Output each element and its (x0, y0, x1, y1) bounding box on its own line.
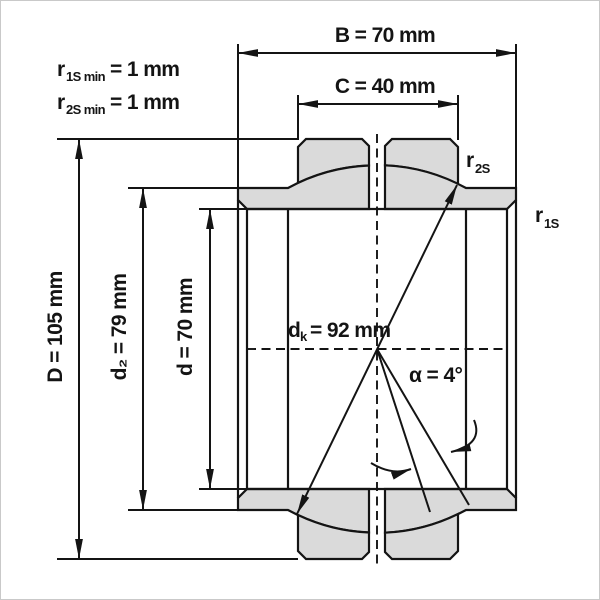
outer-ring-bottom-right (383, 512, 460, 561)
labels: r 1S min = 1 mm r 2S min = 1 mm B = 70 m… (44, 24, 560, 387)
label-dk-value: = 92 mm (310, 319, 390, 342)
label-alpha: α = 4° (409, 364, 463, 387)
label-r2s-sub: 2S (475, 161, 491, 176)
label-dk-sub: k (300, 329, 308, 344)
label-r1s-prefix: r (535, 204, 543, 227)
label-dk-prefix: d (288, 319, 300, 342)
label-B: B = 70 mm (335, 24, 435, 47)
label-r1s-min-value: = 1 mm (110, 58, 179, 81)
tilt-arc-small (370, 462, 412, 480)
label-d2: d₂ = 79 mm (108, 274, 131, 381)
tilt-angle-lines (370, 348, 478, 513)
label-r2s-min-prefix: r (57, 91, 65, 114)
label-r2s-prefix: r (466, 149, 474, 172)
label-d: d = 70 mm (174, 278, 197, 376)
label-r1s-min-prefix: r (57, 58, 65, 81)
label-r1s-sub: 1S (544, 216, 560, 231)
tilt-line-2 (376, 348, 470, 506)
label-r1s-min-sub: 1S min (66, 69, 106, 84)
label-C: C = 40 mm (335, 75, 435, 98)
label-D: D = 105 mm (44, 271, 67, 382)
tilt-arc-large (450, 419, 478, 453)
label-r2s-min-value: = 1 mm (110, 91, 179, 114)
outer-ring-bottom-left (296, 513, 371, 561)
label-r2s-min-sub: 2S min (66, 102, 106, 117)
tilt-line-1 (376, 348, 431, 513)
